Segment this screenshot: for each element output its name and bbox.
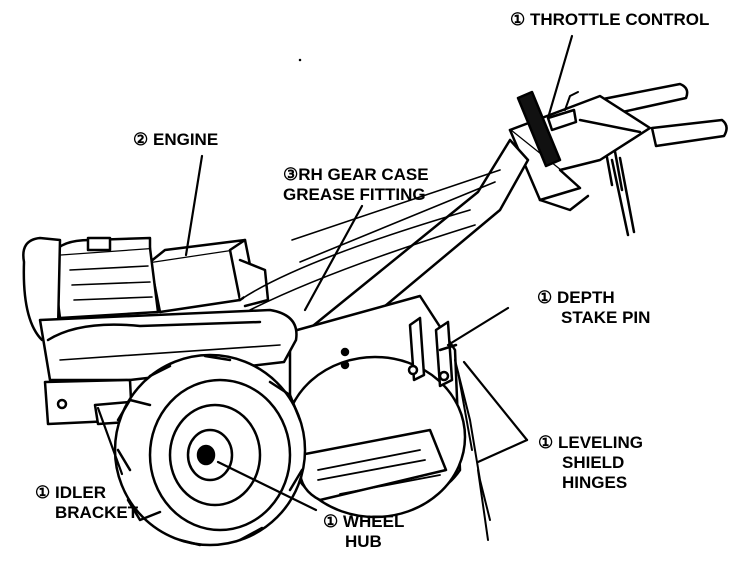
callout-text-line2: SHIELD — [562, 453, 625, 472]
leader-lines — [96, 34, 574, 512]
callout-text-line1: RH GEAR CASE — [298, 165, 429, 184]
callout-text-line2: STAKE PIN — [561, 308, 651, 327]
wheel — [113, 353, 307, 547]
callout-text-line1: IDLER — [54, 483, 106, 502]
callout-number: ① — [537, 288, 553, 307]
label-gear-case-grease-fitting: ③RH GEAR CASE GREASE FITTING — [283, 165, 429, 205]
callout-text: ENGINE — [152, 130, 219, 149]
callout-text-line1: DEPTH — [556, 288, 615, 307]
leader-leveling-a — [462, 360, 529, 442]
leader-gear-case — [303, 204, 364, 312]
callout-number: ③ — [283, 165, 299, 184]
leader-wheel-hub — [216, 460, 318, 512]
callout-number: ② — [133, 130, 149, 149]
callout-text-line2: BRACKET — [55, 503, 139, 522]
engine — [50, 236, 270, 320]
label-leveling-shield-hinges: ① LEVELING SHIELD HINGES — [538, 433, 643, 493]
callout-text-line2: HUB — [345, 532, 382, 551]
callout-text-line1: WHEEL — [342, 512, 405, 531]
leader-engine — [184, 154, 204, 257]
callout-text: THROTTLE CONTROL — [529, 10, 710, 29]
label-depth-stake-pin: ① DEPTH STAKE PIN — [537, 288, 650, 328]
callout-number: ① — [538, 433, 554, 452]
label-wheel-hub: ① WHEEL HUB — [323, 512, 404, 552]
callout-number: ① — [323, 512, 339, 531]
handlebar-assembly — [508, 90, 652, 212]
callout-text-line2: GREASE FITTING — [283, 185, 426, 204]
leader-depth-stake — [446, 306, 510, 347]
depth-stake — [407, 316, 458, 388]
callout-text-line3: HINGES — [562, 473, 628, 492]
leader-leveling-b — [476, 438, 529, 464]
label-idler-bracket: ① IDLER BRACKET — [35, 483, 138, 523]
label-engine: ② ENGINE — [133, 130, 218, 150]
callout-number: ① — [510, 10, 526, 29]
leader-throttle — [546, 34, 574, 120]
callout-text-line1: LEVELING — [557, 433, 643, 452]
leader-idler — [96, 406, 124, 476]
label-throttle-control: ① THROTTLE CONTROL — [510, 10, 709, 30]
callout-number: ① — [35, 483, 51, 502]
